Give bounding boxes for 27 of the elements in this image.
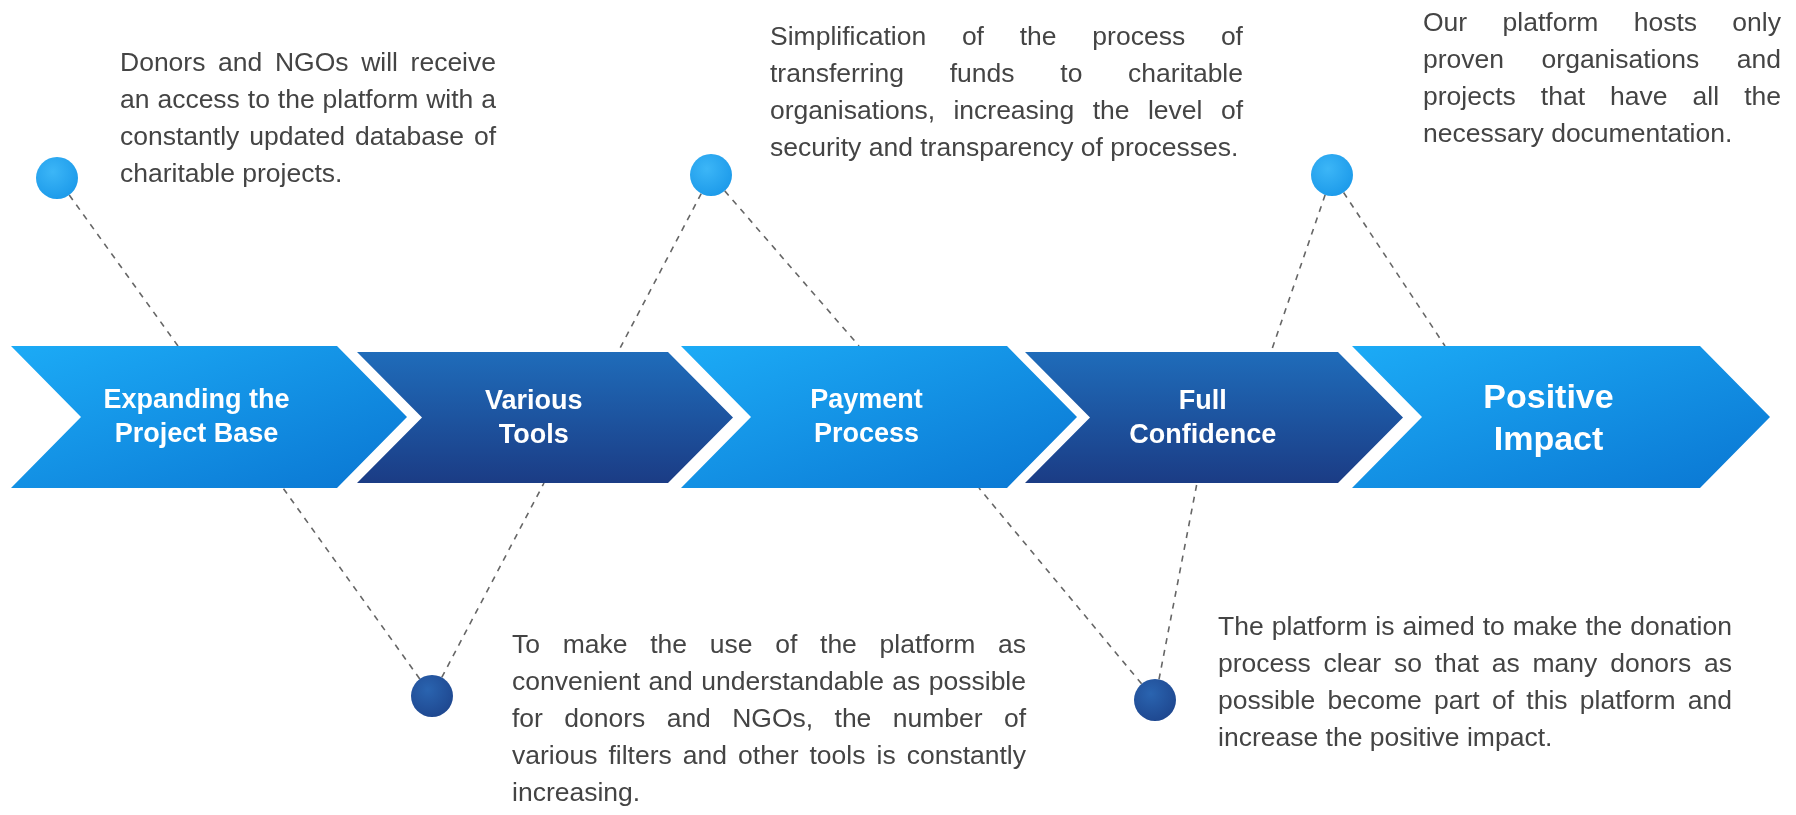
chevron-step — [357, 352, 733, 483]
step-label: Full Confidence — [1128, 383, 1278, 451]
step-label: Positive Impact — [1482, 375, 1615, 459]
circle-marker — [1134, 679, 1176, 721]
dashed-connector — [282, 487, 421, 680]
description-text: The platform is aimed to make the donation process clear so that as many donors as possible become part of this platform and increase the positive impact. — [1218, 610, 1732, 754]
chevron-step — [681, 346, 1077, 488]
dashed-connector — [68, 194, 179, 347]
dashed-connector — [440, 482, 545, 679]
description-text: Simplification of the process of transferring funds to charitable organisations, increasing the level of security and transparency of processes. — [770, 20, 1243, 164]
chevron-step — [11, 346, 407, 488]
circle-marker — [1311, 154, 1353, 196]
circle-marker — [690, 154, 732, 196]
circle-marker — [36, 157, 78, 199]
description-text: Donors and NGOs will receive an access to the platform with a constantly updated database of charitable projects. — [120, 46, 496, 190]
chevron-step — [1025, 352, 1403, 483]
dashed-connector — [978, 487, 1143, 685]
dashed-connector — [1158, 482, 1198, 681]
step-label: Various Tools — [483, 383, 584, 451]
step-label: Payment Process — [809, 383, 924, 450]
circle-marker — [411, 675, 453, 717]
step-label: Expanding the Project Base — [102, 383, 291, 450]
chevron-step — [1352, 346, 1770, 488]
dashed-connector — [723, 190, 860, 347]
description-text: To make the use of the platform as convenient and understandable as possible for donors and NGOs, the number of various filters and other tools is constantly increasing. — [512, 628, 1026, 809]
dashed-connector — [1342, 191, 1446, 347]
description-text: Our platform hosts only proven organisations and projects that have all the necessary documentation. — [1423, 6, 1781, 150]
